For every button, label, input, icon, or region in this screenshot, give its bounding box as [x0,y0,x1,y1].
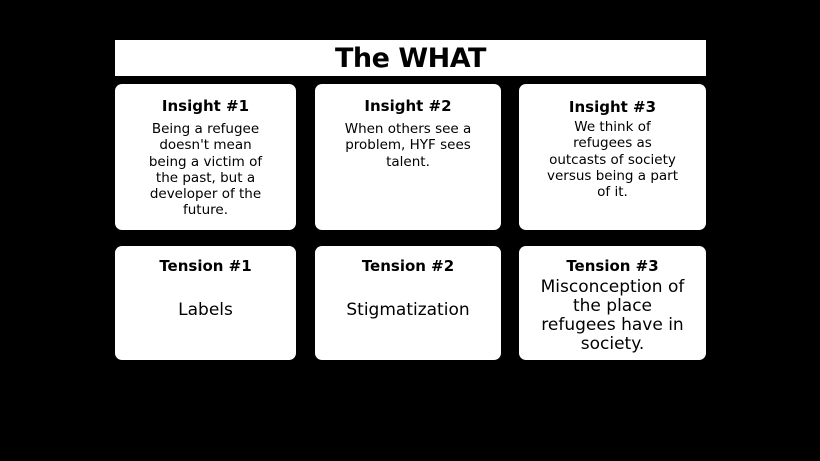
tension-card-1: Tension #1 Labels [115,246,296,360]
tension-heading-3: Tension #3 [566,257,659,275]
insight-text-2: When others see a problem, HYF sees tale… [344,121,472,170]
tension-card-3: Tension #3 Misconception of the place re… [519,246,706,360]
tension-heading-1: Tension #1 [159,257,252,275]
page-title: The WHAT [335,42,486,74]
insight-heading-1: Insight #1 [161,97,250,115]
insight-text-3: We think of refugees as outcasts of soci… [546,119,679,201]
insight-card-1: Insight #1 Being a refugee doesn't mean … [115,84,296,230]
tension-text-3: Misconception of the place refugees have… [540,277,685,354]
insight-heading-2: Insight #2 [364,97,452,115]
insight-card-3: Insight #3 We think of refugees as outca… [519,84,706,230]
insight-card-2: Insight #2 When others see a problem, HY… [315,84,501,230]
insight-heading-3: Insight #3 [568,98,657,116]
tension-card-2: Tension #2 Stigmatization [315,246,501,360]
tension-heading-2: Tension #2 [361,257,455,275]
tension-text-2: Stigmatization [346,300,470,320]
insight-text-1: Being a refugee doesn't mean being a vic… [148,121,263,219]
title-bar: The WHAT [115,40,706,76]
tension-text-1: Labels [178,300,233,320]
